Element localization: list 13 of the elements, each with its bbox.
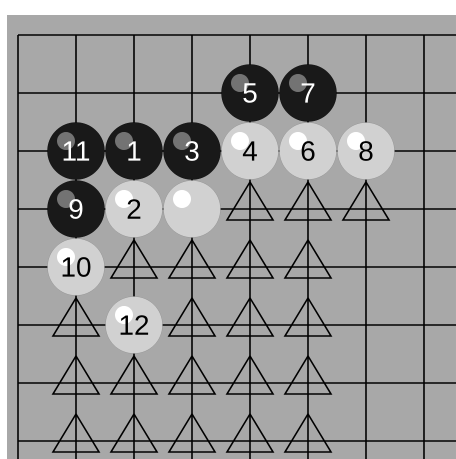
stone xyxy=(163,180,221,238)
stone: 7 xyxy=(279,64,337,122)
stone: 2 xyxy=(105,180,163,238)
stone: 6 xyxy=(279,122,337,180)
stone: 9 xyxy=(47,180,105,238)
stone: 8 xyxy=(337,122,395,180)
stone: 11 xyxy=(47,122,105,180)
stone: 1 xyxy=(105,122,163,180)
stone: 12 xyxy=(105,296,163,354)
stone: 5 xyxy=(221,64,279,122)
stone: 3 xyxy=(163,122,221,180)
stone: 4 xyxy=(221,122,279,180)
stone: 10 xyxy=(47,238,105,296)
